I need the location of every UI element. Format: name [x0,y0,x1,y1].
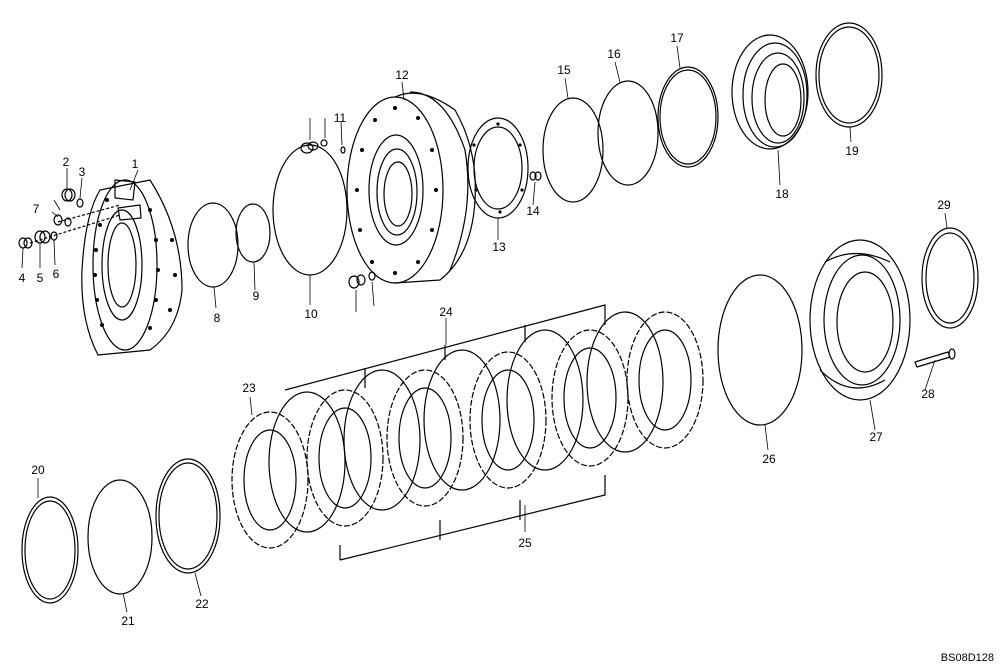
part-19-ring [815,22,883,128]
part-15-ring [542,97,604,203]
part-17-ring [657,66,719,168]
part-27-cover [809,239,911,401]
part-21-ring [87,479,153,595]
part-29-ring [921,227,979,329]
fittings-left [18,188,121,249]
callout-23: 23 [242,381,256,395]
part-26-ring [717,274,803,426]
callout-3: 3 [79,165,86,179]
callout-2: 2 [63,155,70,169]
callout-22: 22 [195,597,209,611]
callout-25: 25 [518,536,532,550]
part-14-plug [529,171,542,181]
part-13-plate [467,117,529,219]
callout-labels: 1 2 3 4 5 6 7 8 9 10 11 12 13 14 15 16 1… [19,31,951,628]
callout-28: 28 [921,387,935,401]
callout-8: 8 [214,311,221,325]
callout-13: 13 [492,240,506,254]
callout-27: 27 [869,430,883,444]
callout-12: 12 [395,68,409,82]
callout-21: 21 [121,614,135,628]
callout-15: 15 [557,63,571,77]
callout-5: 5 [37,271,44,285]
callout-1: 1 [132,157,139,171]
callout-24: 24 [439,305,453,319]
part-16-ring [597,80,659,186]
callout-11: 11 [334,111,347,125]
leader-lines [21,45,948,613]
part-1-housing [81,179,183,356]
part-10-ring [272,144,348,276]
callout-26: 26 [762,452,776,466]
reference-code: BS08D128 [940,652,994,664]
fittings-upper [300,139,376,289]
callout-7: 7 [33,202,40,216]
callout-19: 19 [845,144,859,158]
part-12-carrier [346,91,476,284]
callout-17: 17 [670,31,684,45]
part-22-ring [155,458,221,574]
part-28-bolt [914,348,956,368]
callout-14: 14 [526,204,540,218]
part-8-ring [187,202,239,288]
part-20-ring [21,496,79,604]
part-18-piston [731,34,809,150]
callout-10: 10 [304,307,318,321]
clutch-pack [231,304,704,561]
callout-20: 20 [31,463,45,477]
callout-18: 18 [775,187,789,201]
callout-29: 29 [937,198,951,212]
callout-16: 16 [607,47,621,61]
callout-9: 9 [253,289,260,303]
callout-4: 4 [19,271,26,285]
callout-6: 6 [53,267,60,281]
part-9-ring [235,203,271,263]
